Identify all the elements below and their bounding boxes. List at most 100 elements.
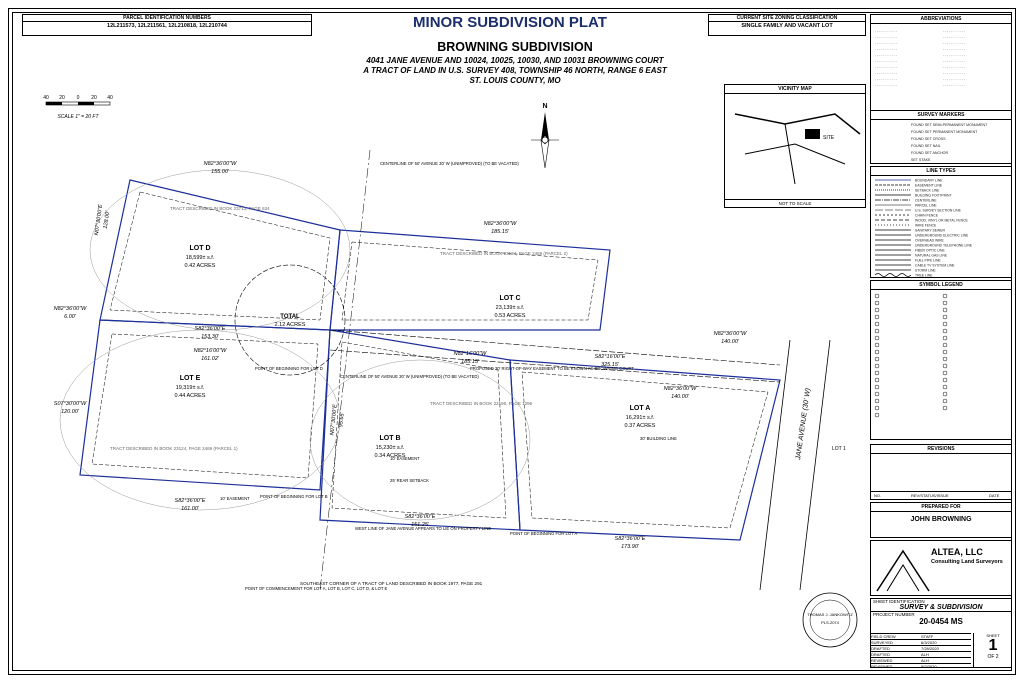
sheet-info-panel: SHEET IDENTIFICATION SURVEY & SUBDIVISIO… xyxy=(870,598,1012,669)
line-type-label: OVERHEAD WIRE xyxy=(915,239,945,243)
plat-drawing: LOT D 18,599± s.f. 0.42 ACRES LOT C 23,1… xyxy=(54,149,846,591)
bearing-label: S82°16'00"E xyxy=(595,354,626,360)
bearing-label: 185.15' xyxy=(491,229,510,235)
symbol-legend-title: SYMBOL LEGEND xyxy=(871,281,1011,290)
field-key: FIELD CREW xyxy=(871,634,896,639)
lot-area: 18,599± s.f. xyxy=(186,255,215,261)
marker-row: FOUND SET SEMI-PERMANENT MONUMENT xyxy=(911,123,988,127)
pob-note: POINT OF BEGINNING FOR LOT B xyxy=(260,494,328,499)
sheet-ident-label: SHEET IDENTIFICATION xyxy=(873,599,925,604)
line-type-label: STORM LINE xyxy=(915,269,936,273)
parcel-id-box: PARCEL IDENTIFICATION NUMBERS 12L211573,… xyxy=(22,14,312,36)
svg-text:- - - - - - - - - - -: - - - - - - - - - - - xyxy=(943,47,965,51)
lot-name: LOT E xyxy=(180,375,201,382)
lot-acres: 0.34 ACRES xyxy=(375,453,406,459)
scale-tick: 0 xyxy=(77,95,80,101)
client-name: JOHN BROWNING xyxy=(910,516,972,523)
easement-label: 10' EASEMENT xyxy=(390,456,420,461)
pob-note: POINT OF BEGINNING FOR LOT D xyxy=(255,366,323,371)
not-to-scale: NOT TO SCALE xyxy=(725,199,865,207)
svg-text:- - - - - - - - - - -: - - - - - - - - - - - xyxy=(875,35,897,39)
revisions-title: REVISIONS xyxy=(871,445,1011,454)
line-type-label: CENTERLINE xyxy=(915,199,937,203)
bearing-label: S82°36'00"E xyxy=(615,536,646,542)
page-title: MINOR SUBDIVISION PLAT xyxy=(413,14,607,31)
svg-text:- - - - - - - - - - -: - - - - - - - - - - - xyxy=(943,71,965,75)
zoning-value: SINGLE FAMILY AND VACANT LOT xyxy=(741,23,833,29)
tract-note: TRACT DESCRIBED IN BOOK 23713, PAGE 634 xyxy=(170,206,270,211)
lot-a-boundary xyxy=(509,359,781,541)
seal-name: THOMAS J. JANKOWITZ xyxy=(807,612,853,617)
bearing-label: S82°36'00"E xyxy=(195,326,226,332)
subdivision-name: BROWNING SUBDIVISION xyxy=(437,40,593,54)
bearing-label: 153.30' xyxy=(201,334,220,340)
svg-text:- - - - - - - - - - -: - - - - - - - - - - - xyxy=(875,41,897,45)
revisions-columns: NO. REV/STATUS/ISSUE DATE xyxy=(871,491,1011,499)
vicinity-map-drawing: SITE xyxy=(734,113,861,185)
bearing-label: 6.00' xyxy=(64,314,77,320)
line-type-label: SETBACK LINE xyxy=(915,189,940,193)
svg-text:- - - - - - - - - - -: - - - - - - - - - - - xyxy=(875,71,897,75)
vicinity-title: VICINITY MAP xyxy=(725,85,865,94)
bearing-label: N82°36'00"W xyxy=(714,331,748,337)
sheet-ident: SURVEY & SUBDIVISION xyxy=(899,604,983,611)
lot-d-boundary xyxy=(99,179,341,331)
svg-text:- - - - - - - - - - -: - - - - - - - - - - - xyxy=(943,29,965,33)
svg-text:- - - - - - - - - - -: - - - - - - - - - - - xyxy=(943,59,965,63)
firm-name: ALTEA, LLC xyxy=(931,547,983,557)
svg-text:- - - - - - - - - - -: - - - - - - - - - - - xyxy=(875,53,897,57)
seal-number: PLS-2074 xyxy=(821,620,840,625)
sheet-label: SHEET xyxy=(986,633,1000,638)
sheet-of: OF 2 xyxy=(987,654,999,660)
field-val: ALH xyxy=(921,658,929,663)
scale-tick: 40 xyxy=(43,95,49,101)
line-types-title: LINE TYPES xyxy=(871,167,1011,176)
bearing-label: N07°30'00"E xyxy=(94,204,104,236)
scale-bar: 40 20 0 20 40 SCALE 1" = 20 FT xyxy=(43,95,113,120)
marker-row: SET STAKE xyxy=(911,158,931,162)
county-line: ST. LOUIS COUNTY, MO xyxy=(469,76,561,85)
svg-text:- - - - - - - - - - -: - - - - - - - - - - - xyxy=(875,29,897,33)
bearing-label: S82°36'00"E xyxy=(175,498,206,504)
svg-text:- - - - - - - - - - -: - - - - - - - - - - - xyxy=(875,47,897,51)
field-key: REVIEWED xyxy=(871,664,893,669)
line-type-label: U.S. SURVEY SECTION LINE xyxy=(915,209,962,213)
surveyor-seal-icon: THOMAS J. JANKOWITZ PLS-2074 xyxy=(802,592,858,648)
field-val: STAFF xyxy=(921,634,934,639)
line-type-label: NATURAL GAS LINE xyxy=(915,254,948,258)
field-val: 6/3/2020 xyxy=(921,640,937,645)
scale-tick: 20 xyxy=(91,95,97,101)
line-type-label: BUILDING FOOTPRINT xyxy=(915,194,952,198)
marker-row: FOUND SET ANCHOR xyxy=(911,151,949,155)
lot-acres: 0.37 ACRES xyxy=(625,423,656,429)
centerline-50ft-avenue xyxy=(319,149,371,591)
bearing-label: 128.00' xyxy=(103,210,112,229)
parcel-id-label: PARCEL IDENTIFICATION NUMBERS xyxy=(23,15,311,22)
north-arrow-icon: N xyxy=(531,103,559,169)
address-line: 4041 JANE AVENUE AND 10024, 10025, 10030… xyxy=(366,56,664,65)
sheet-number-box: SHEET 1 OF 2 xyxy=(973,633,1012,667)
rev-col: NO. xyxy=(874,493,882,498)
line-types-list: BOUNDARY LINE EASEMENT LINE SETBACK LINE… xyxy=(874,179,973,278)
svg-text:- - - - - - - - - - -: - - - - - - - - - - - xyxy=(943,53,965,57)
bearing-label: 140.00' xyxy=(671,394,690,400)
svg-text:- - - - - - - - - - -: - - - - - - - - - - - xyxy=(875,77,897,81)
abbreviations-list: - - - - - - - - - - - - - - - - - - - - -… xyxy=(875,29,965,87)
jane-avenue-line xyxy=(759,339,791,591)
bearing-label: 120.00' xyxy=(61,409,80,415)
line-type-label: BOUNDARY LINE xyxy=(915,179,943,183)
lot-name: LOT D xyxy=(190,245,211,252)
lot-area: 16,291± s.f. xyxy=(626,415,655,421)
svg-text:- - - - - - - - - - -: - - - - - - - - - - - xyxy=(943,77,965,81)
field-key: SURVEYED xyxy=(871,640,893,645)
lot-area: 19,319± s.f. xyxy=(176,385,205,391)
abbreviations-title: ABBREVIATIONS xyxy=(871,15,1011,24)
tract-arc xyxy=(309,359,531,521)
easement-label: 10' EASEMENT xyxy=(220,496,250,501)
field-val: 7/28/2020 xyxy=(921,646,939,651)
scale-tick: 20 xyxy=(59,95,65,101)
zoning-box: CURRENT SITE ZONING CLASSIFICATION SINGL… xyxy=(708,14,866,36)
field-key: REVIEWED xyxy=(871,658,893,663)
site-label: SITE xyxy=(823,135,835,141)
line-type-label: EASEMENT LINE xyxy=(915,184,943,188)
